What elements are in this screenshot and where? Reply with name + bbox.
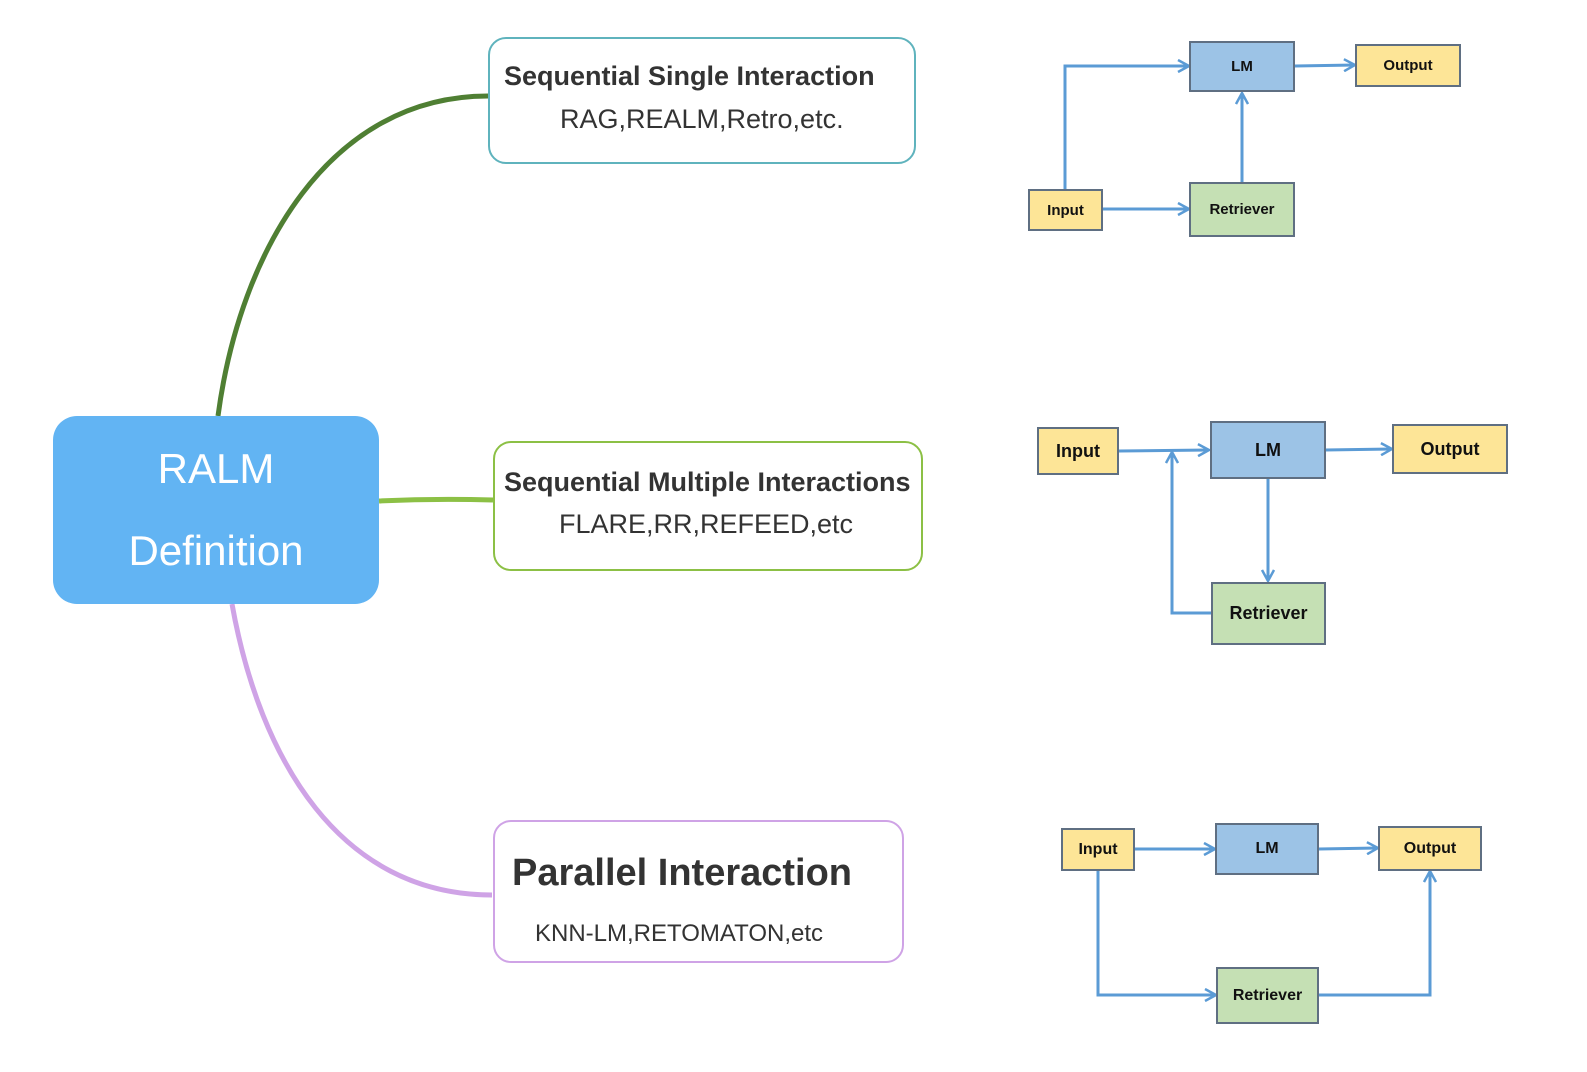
flow-2-lm-box: LM [1210, 421, 1326, 479]
connector-branch-3 [229, 603, 493, 898]
flow-3-output-box: Output [1378, 826, 1482, 871]
flow-1-lm-box: LM [1189, 41, 1295, 92]
flow-1-output-box: Output [1355, 44, 1461, 87]
flow-3-arrow-lm-to-output [1318, 848, 1378, 849]
flow-3-input-box: Input [1061, 828, 1135, 871]
flow-2-output-box: Output [1392, 424, 1508, 474]
flow-2-arrow-retriever-to-lm [1172, 452, 1211, 615]
flow-3-lm-box: LM [1215, 823, 1319, 875]
branch-title: Sequential Single Interaction [504, 61, 875, 91]
flow-1-input-box: Input [1028, 189, 1103, 231]
flow-2-retriever-box: Retriever [1211, 582, 1326, 645]
flow-1-retriever-box: Retriever [1189, 182, 1295, 237]
flow-1-arrows [1063, 65, 1355, 209]
flow-3-retriever-box: Retriever [1216, 967, 1319, 1024]
branch-title: Parallel Interaction [512, 852, 853, 894]
branch-title: Sequential Multiple Interactions [504, 467, 911, 497]
root-label-line-2: Definition [128, 527, 304, 574]
flow-3-arrow-input-to-retriever [1096, 871, 1216, 995]
flow-3-arrows [1096, 848, 1430, 997]
flow-2-arrow-input-to-lm [1118, 450, 1209, 451]
branch-examples: FLARE,RR,REFEED,etc [559, 509, 854, 539]
flow-2-arrow-lm-to-output [1324, 449, 1392, 450]
connector-branch-2 [378, 496, 494, 504]
branch-sequential-multiple: Sequential Multiple Interactions FLARE,R… [493, 441, 923, 571]
root-label-line-1: RALM [157, 445, 275, 492]
flow-1-arrow-input-to-lm [1063, 66, 1189, 189]
flow-2-input-box: Input [1037, 427, 1119, 475]
flow-1-arrow-lm-to-output [1294, 65, 1355, 66]
branch-examples: RAG,REALM,Retro,etc. [560, 104, 844, 134]
branch-sequential-single: Sequential Single Interaction RAG,REALM,… [488, 37, 916, 164]
flow-2-arrows [1118, 449, 1392, 615]
connector-branch-1 [215, 93, 489, 417]
flow-3-arrow-retriever-to-output [1319, 871, 1430, 997]
branch-examples: KNN-LM,RETOMATON,etc [535, 920, 824, 947]
branch-parallel: Parallel Interaction KNN-LM,RETOMATON,et… [493, 820, 904, 963]
root-node-ralm-definition: RALM Definition [53, 416, 379, 604]
